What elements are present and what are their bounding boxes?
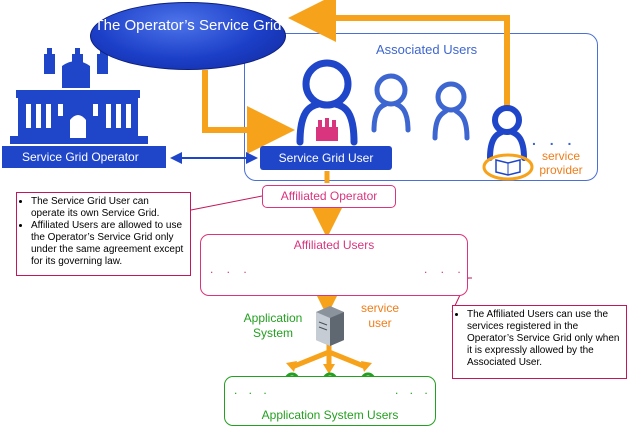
associated-user-person-icon xyxy=(432,81,470,141)
service-user-label: service user xyxy=(360,301,399,330)
service-grid-user-label: Service Grid User xyxy=(260,146,392,170)
associated-user-person-icon xyxy=(371,73,411,133)
right-note: The Affiliated Users can use the service… xyxy=(452,305,627,379)
provider-to-grid-arrow xyxy=(288,0,510,108)
affiliated-operator-label: Affiliated Operator xyxy=(262,185,396,208)
service-grid-operator-label: Service Grid Operator xyxy=(2,146,166,168)
associated-users-dots: . . . xyxy=(532,132,577,148)
service-provider-label: service provider xyxy=(539,149,583,177)
service-grid-user-person-icon xyxy=(296,59,358,146)
right-note-item: The Affiliated Users can use the service… xyxy=(467,309,621,369)
application-users-panel xyxy=(224,376,436,426)
application-users-dots-left: . . . xyxy=(234,383,271,397)
affiliated-users-dots-left: . . . xyxy=(210,262,252,276)
application-users-dots-right: . . . xyxy=(395,383,432,397)
application-users-title: Application System Users xyxy=(261,408,399,422)
left-note: The Service Grid User can operate its ow… xyxy=(16,192,191,276)
book-icon xyxy=(495,159,521,176)
service-grid-title: The Operator’s Service Grid xyxy=(94,17,282,34)
grid-to-user-arrow xyxy=(202,70,295,154)
small-building-icon xyxy=(316,118,338,141)
service-provider-person-icon xyxy=(487,105,527,161)
server-icon xyxy=(316,306,344,346)
affiliated-users-dots-right: . . . xyxy=(424,262,466,276)
affiliated-users-title: Affiliated Users xyxy=(293,238,375,252)
application-system-label: Application System xyxy=(243,311,303,340)
service-provider-highlight xyxy=(482,153,534,181)
associated-users-title: Associated Users xyxy=(376,42,478,57)
left-note-leader xyxy=(190,195,263,211)
service-grid-ellipse xyxy=(90,2,286,70)
server-to-users-arrows xyxy=(291,343,367,370)
affiliated-users-panel xyxy=(200,234,468,296)
left-note-item: The Service Grid User can operate its ow… xyxy=(31,196,185,220)
left-note-item: Affiliated Users are allowed to use the … xyxy=(31,220,185,268)
